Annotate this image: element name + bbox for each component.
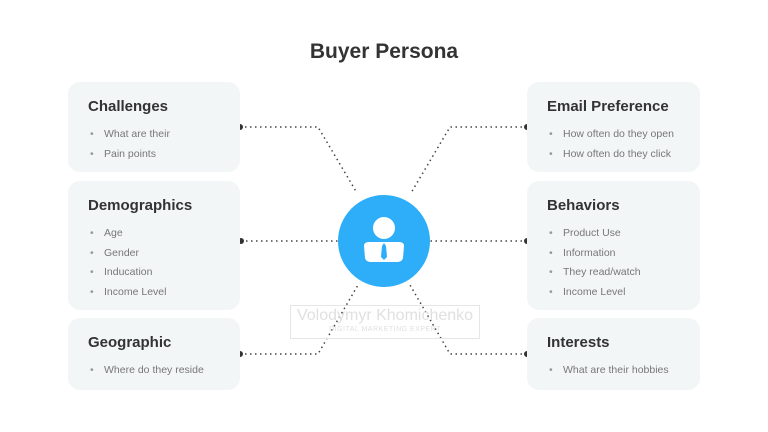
connector-geographic [240, 284, 359, 355]
list-item: Where do they reside [88, 361, 220, 381]
watermark-name: Volodymyr Khomichenko [296, 307, 474, 324]
list-item: How often do they open [547, 125, 680, 145]
list-item: Information [547, 244, 680, 264]
user-with-tie-icon [364, 217, 404, 262]
list-item: How often do they click [547, 145, 680, 165]
list-item: Inducation [88, 263, 220, 283]
card-title: Interests [547, 334, 610, 351]
list-item: They read/watch [547, 263, 680, 283]
card-interests: Interests What are their hobbies [527, 318, 700, 390]
connector-email [410, 126, 527, 194]
list-item: Gender [88, 244, 220, 264]
list-item: What are their [88, 125, 220, 145]
list-item: Income Level [88, 283, 220, 303]
list-item: Age [88, 224, 220, 244]
page-title: Buyer Persona [309, 40, 459, 63]
card-geographic: Geographic Where do they reside [68, 318, 240, 390]
list-item: Pain points [88, 145, 220, 165]
watermark: Volodymyr Khomichenko DIGITAL MARKETING … [290, 305, 480, 339]
list-item: Product Use [547, 224, 680, 244]
connector-interests [409, 284, 527, 355]
persona-circle [338, 195, 430, 287]
card-behaviors: Behaviors Product UseInformationThey rea… [527, 181, 700, 310]
card-email-preference: Email Preference How often do they openH… [527, 82, 700, 172]
card-title: Email Preference [547, 98, 669, 115]
card-challenges: Challenges What are theirPain points [68, 82, 240, 172]
card-title: Behaviors [547, 197, 620, 214]
card-demographics: Demographics AgeGenderInducationIncome L… [68, 181, 240, 310]
list-item: What are their hobbies [547, 361, 680, 381]
card-title: Geographic [88, 334, 172, 351]
card-title: Challenges [88, 98, 169, 115]
connector-challenges [240, 126, 358, 194]
watermark-subtitle: DIGITAL MARKETING EXPERT [329, 326, 441, 333]
card-title: Demographics [88, 197, 193, 214]
list-item: Income Level [547, 283, 680, 303]
